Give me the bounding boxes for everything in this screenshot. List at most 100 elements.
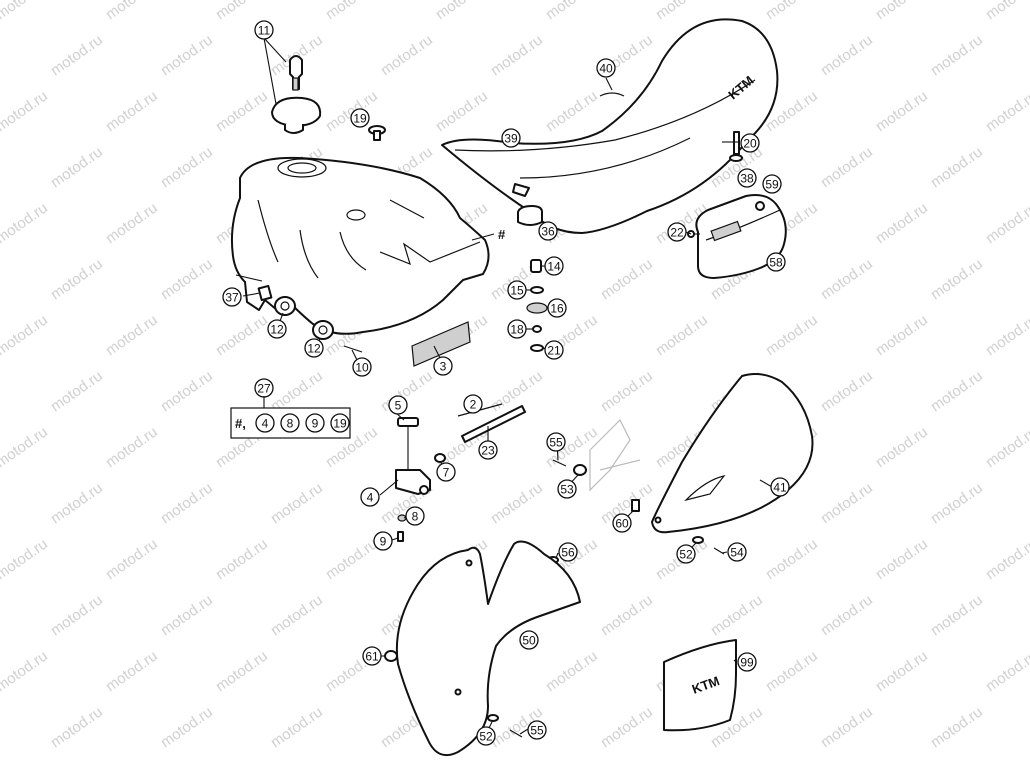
callout-number: 9 <box>380 535 387 549</box>
callout-number: 5 <box>395 399 402 413</box>
callout-number: 20 <box>743 137 757 151</box>
callout-99: 99 <box>737 652 757 672</box>
watermark-text: motod.ru <box>0 535 51 583</box>
callout-circle <box>740 133 760 153</box>
watermark-text: motod.ru <box>763 647 821 695</box>
part-36 <box>517 205 543 226</box>
watermark-text: motod.ru <box>598 591 656 639</box>
watermark-text: motod.ru <box>0 199 51 247</box>
part-fuel-cap-with-key <box>271 55 322 134</box>
watermark-text: motod.ru <box>653 311 711 359</box>
callout-circle <box>350 108 370 128</box>
callout-53: 53 <box>557 479 577 499</box>
watermark-text: motod.ru <box>213 535 271 583</box>
watermark-text: motod.ru <box>653 0 711 23</box>
watermark-text: motod.ru <box>983 311 1030 359</box>
callout-12: 12 <box>304 338 324 358</box>
part-9 <box>397 531 404 542</box>
watermark-text: motod.ru <box>103 647 161 695</box>
part-sticker-3 <box>411 321 471 367</box>
watermark-text: motod.ru <box>763 311 821 359</box>
callout-number: 60 <box>615 517 629 531</box>
watermark-text: motod.ru <box>873 647 931 695</box>
callout-number: 36 <box>541 225 555 239</box>
callout-number: 41 <box>773 481 787 495</box>
callout-36: 36 <box>538 221 558 241</box>
watermark-text: motod.ru <box>103 199 161 247</box>
kit-item-circle <box>330 413 350 433</box>
watermark-text: motod.ru <box>103 0 161 23</box>
part-bolt-55a <box>552 459 567 467</box>
callout-number: 22 <box>670 226 684 240</box>
callout-19: 19 <box>350 108 370 128</box>
callout-circle <box>362 646 382 666</box>
watermark-text: motod.ru <box>928 255 986 303</box>
callout-circle <box>527 720 547 740</box>
callout-12: 12 <box>267 319 287 339</box>
callout-number: 10 <box>355 361 369 375</box>
callout-circle <box>463 394 483 414</box>
callout-circle <box>737 652 757 672</box>
watermark-text: motod.ru <box>598 255 656 303</box>
kit-item-number: 8 <box>287 417 294 431</box>
callout-number: 99 <box>740 656 754 670</box>
callout-circle <box>538 221 558 241</box>
watermark-text: motod.ru <box>213 647 271 695</box>
watermark-text: motod.ru <box>158 703 216 751</box>
callout-2: 2 <box>463 394 483 414</box>
watermark-text: motod.ru <box>763 0 821 23</box>
callout-number: 15 <box>510 284 524 298</box>
callout-number: 52 <box>479 730 493 744</box>
callout-number: 2 <box>470 398 477 412</box>
watermark-text: motod.ru <box>873 87 931 135</box>
callout-number: 61 <box>365 650 379 664</box>
watermark-text: motod.ru <box>48 479 106 527</box>
kit-item-circle <box>280 413 300 433</box>
callout-number: 40 <box>599 62 613 76</box>
watermark-text: motod.ru <box>488 31 546 79</box>
callout-circle <box>507 319 527 339</box>
callout-15: 15 <box>507 280 527 300</box>
watermark-text: motod.ru <box>0 0 51 23</box>
callout-18: 18 <box>507 319 527 339</box>
part-tool-bag <box>695 194 787 279</box>
callout-5: 5 <box>388 395 408 415</box>
watermark-text: motod.ru <box>488 479 546 527</box>
callout-4: 4 <box>360 487 380 507</box>
part-bolt-20 <box>729 131 743 162</box>
callout-circle <box>770 477 790 497</box>
watermark-text: motod.ru <box>0 87 51 135</box>
callout-number: 11 <box>258 24 271 38</box>
callout-number: 59 <box>765 178 779 192</box>
watermark-text: motod.ru <box>0 423 51 471</box>
watermark-text: motod.ru <box>983 87 1030 135</box>
watermark-text: motod.ru <box>0 311 51 359</box>
callout-circle <box>546 432 566 452</box>
callout-circle <box>544 340 564 360</box>
watermark-text: motod.ru <box>48 591 106 639</box>
callout-54: 54 <box>727 542 747 562</box>
callout-number: 55 <box>530 724 544 738</box>
callout-number: 16 <box>550 302 564 316</box>
part-nut-52b <box>487 714 499 722</box>
callout-39: 39 <box>501 128 521 148</box>
watermark-text: motod.ru <box>213 87 271 135</box>
callout-7: 7 <box>436 462 456 482</box>
callout-27: 27 <box>254 378 274 398</box>
callout-10: 10 <box>352 357 372 377</box>
callout-22: 22 <box>667 222 687 242</box>
kit-item-circle <box>305 413 325 433</box>
watermark-text: motod.ru <box>873 535 931 583</box>
callout-56: 56 <box>558 542 578 562</box>
part-frame-ghost <box>589 418 641 492</box>
watermark-text: motod.ru <box>433 87 491 135</box>
watermark-text: motod.ru <box>928 31 986 79</box>
watermark-text: motod.ru <box>543 87 601 135</box>
watermark-text: motod.ru <box>818 703 876 751</box>
callout-circle <box>762 174 782 194</box>
watermark-text: motod.ru <box>103 423 161 471</box>
watermark-text: motod.ru <box>873 0 931 23</box>
callout-50: 50 <box>519 630 539 650</box>
